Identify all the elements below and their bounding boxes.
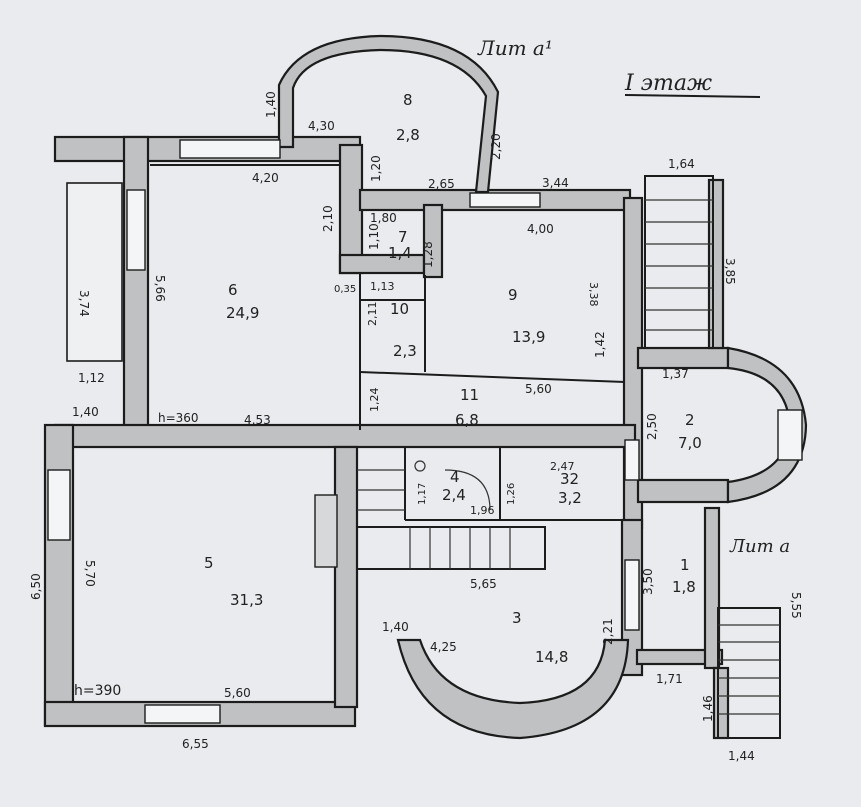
room3-bay-wall (396, 638, 630, 740)
dim-137: 1,37 (662, 367, 689, 381)
room-1-number: 1 (680, 556, 690, 574)
dim-453: 4,53 (244, 413, 271, 427)
dim-210: 2,10 (321, 205, 335, 232)
dim-113: 1,13 (370, 280, 395, 293)
windows (47, 139, 803, 724)
dim-124: 1,24 (368, 388, 381, 413)
dim-650: 6,50 (29, 573, 43, 600)
dim-265: 2,65 (428, 177, 455, 191)
partitions (150, 164, 626, 521)
dim-164: 1,64 (668, 157, 695, 171)
room-6-number: 6 (228, 281, 238, 299)
dim-117: 1,17 (417, 483, 428, 505)
dim-565: 5,65 (470, 577, 497, 591)
left-annex-outline (66, 182, 123, 362)
dim-180: 1,80 (370, 211, 397, 225)
dim-h390: h=390 (74, 683, 121, 699)
dim-250: 2,50 (645, 413, 659, 440)
dim-140-left: 1,40 (72, 405, 99, 419)
room-11-area: 6,8 (455, 411, 479, 429)
dim-655: 6,55 (182, 737, 209, 751)
room-3-area: 14,8 (535, 648, 568, 666)
dim-144: 1,44 (728, 749, 755, 763)
room-9-area: 13,9 (512, 328, 545, 346)
room-4-area: 2,4 (442, 486, 466, 504)
room-1-area: 1,8 (672, 578, 696, 596)
dim-120: 1,20 (369, 155, 383, 182)
sink-icon (414, 460, 426, 472)
door-swing (444, 469, 491, 511)
floor-label: I этаж (624, 71, 712, 96)
dim-112: 1,12 (78, 371, 105, 385)
dim-570: 5,70 (83, 560, 97, 587)
staircase-interior (356, 469, 546, 570)
dim-140-top: 1,40 (264, 91, 278, 118)
dim-247: 2,47 (550, 460, 575, 473)
room-8-area: 2,8 (396, 126, 420, 144)
dim-211: 2,11 (366, 302, 379, 327)
dim-555: 5,55 (789, 592, 803, 619)
dim-171: 1,71 (656, 672, 683, 686)
dim-h360: h=360 (158, 411, 199, 425)
room-7-area: 1,4 (388, 244, 412, 262)
dim-220: 2,20 (489, 133, 503, 160)
room-32-area: 3,2 (558, 489, 582, 507)
dim-128: 1,28 (421, 241, 435, 268)
room-3-number: 3 (512, 609, 522, 627)
dim-374: 3,74 (77, 290, 91, 317)
dim-420: 4,20 (252, 171, 279, 185)
room-2-area: 7,0 (678, 434, 702, 452)
dim-344: 3,44 (542, 176, 569, 190)
fireplace (314, 494, 338, 568)
dim-146: 1,46 (701, 695, 715, 722)
room-32-number: 32 (560, 470, 579, 488)
dim-110: 1,10 (367, 223, 381, 250)
dim-400: 4,00 (527, 222, 554, 236)
dimension-labels: 1,40 4,30 1,20 2,20 4,20 2,10 1,80 1,10 … (29, 91, 803, 763)
room-2-number: 2 (685, 411, 695, 429)
dim-560-bottom: 5,60 (224, 686, 251, 700)
dim-338: 3,38 (587, 282, 600, 307)
staircase-top (644, 175, 714, 349)
dim-196: 1,96 (470, 504, 495, 517)
room-10-area: 2,3 (393, 342, 417, 360)
dim-350: 3,50 (641, 568, 655, 595)
dim-425: 4,25 (430, 640, 457, 654)
dim-142: 1,42 (593, 331, 607, 358)
stair-label-right: Лит а (729, 536, 790, 557)
dim-566: 5,66 (153, 275, 167, 302)
room-7-number: 7 (398, 228, 408, 246)
room-9-number: 9 (508, 286, 518, 304)
dim-126: 1,26 (506, 483, 517, 505)
room-11-number: 11 (460, 386, 479, 404)
dim-385: 3,85 (723, 258, 737, 285)
room-8-number: 8 (403, 91, 413, 109)
room-6-area: 24,9 (226, 304, 259, 322)
stair-label-top: Лит а¹ (477, 36, 553, 60)
dim-035: 0,35 (334, 284, 356, 295)
room8-arch-wall (277, 34, 500, 194)
room-5-area: 31,3 (230, 591, 263, 609)
dim-140-room3: 1,40 (382, 620, 409, 634)
dim-221: 2,21 (601, 618, 615, 645)
room-labels: 1 1,8 2 7,0 3 14,8 4 2,4 5 31,3 6 24,9 7… (204, 91, 702, 666)
dim-560-mid: 5,60 (525, 382, 552, 396)
room-5-number: 5 (204, 554, 214, 572)
dim-430: 4,30 (308, 119, 335, 133)
staircase-bottom (717, 607, 781, 739)
room2-bay-wall (726, 346, 808, 504)
room-4-number: 4 (450, 468, 460, 486)
room-10-number: 10 (390, 300, 409, 318)
